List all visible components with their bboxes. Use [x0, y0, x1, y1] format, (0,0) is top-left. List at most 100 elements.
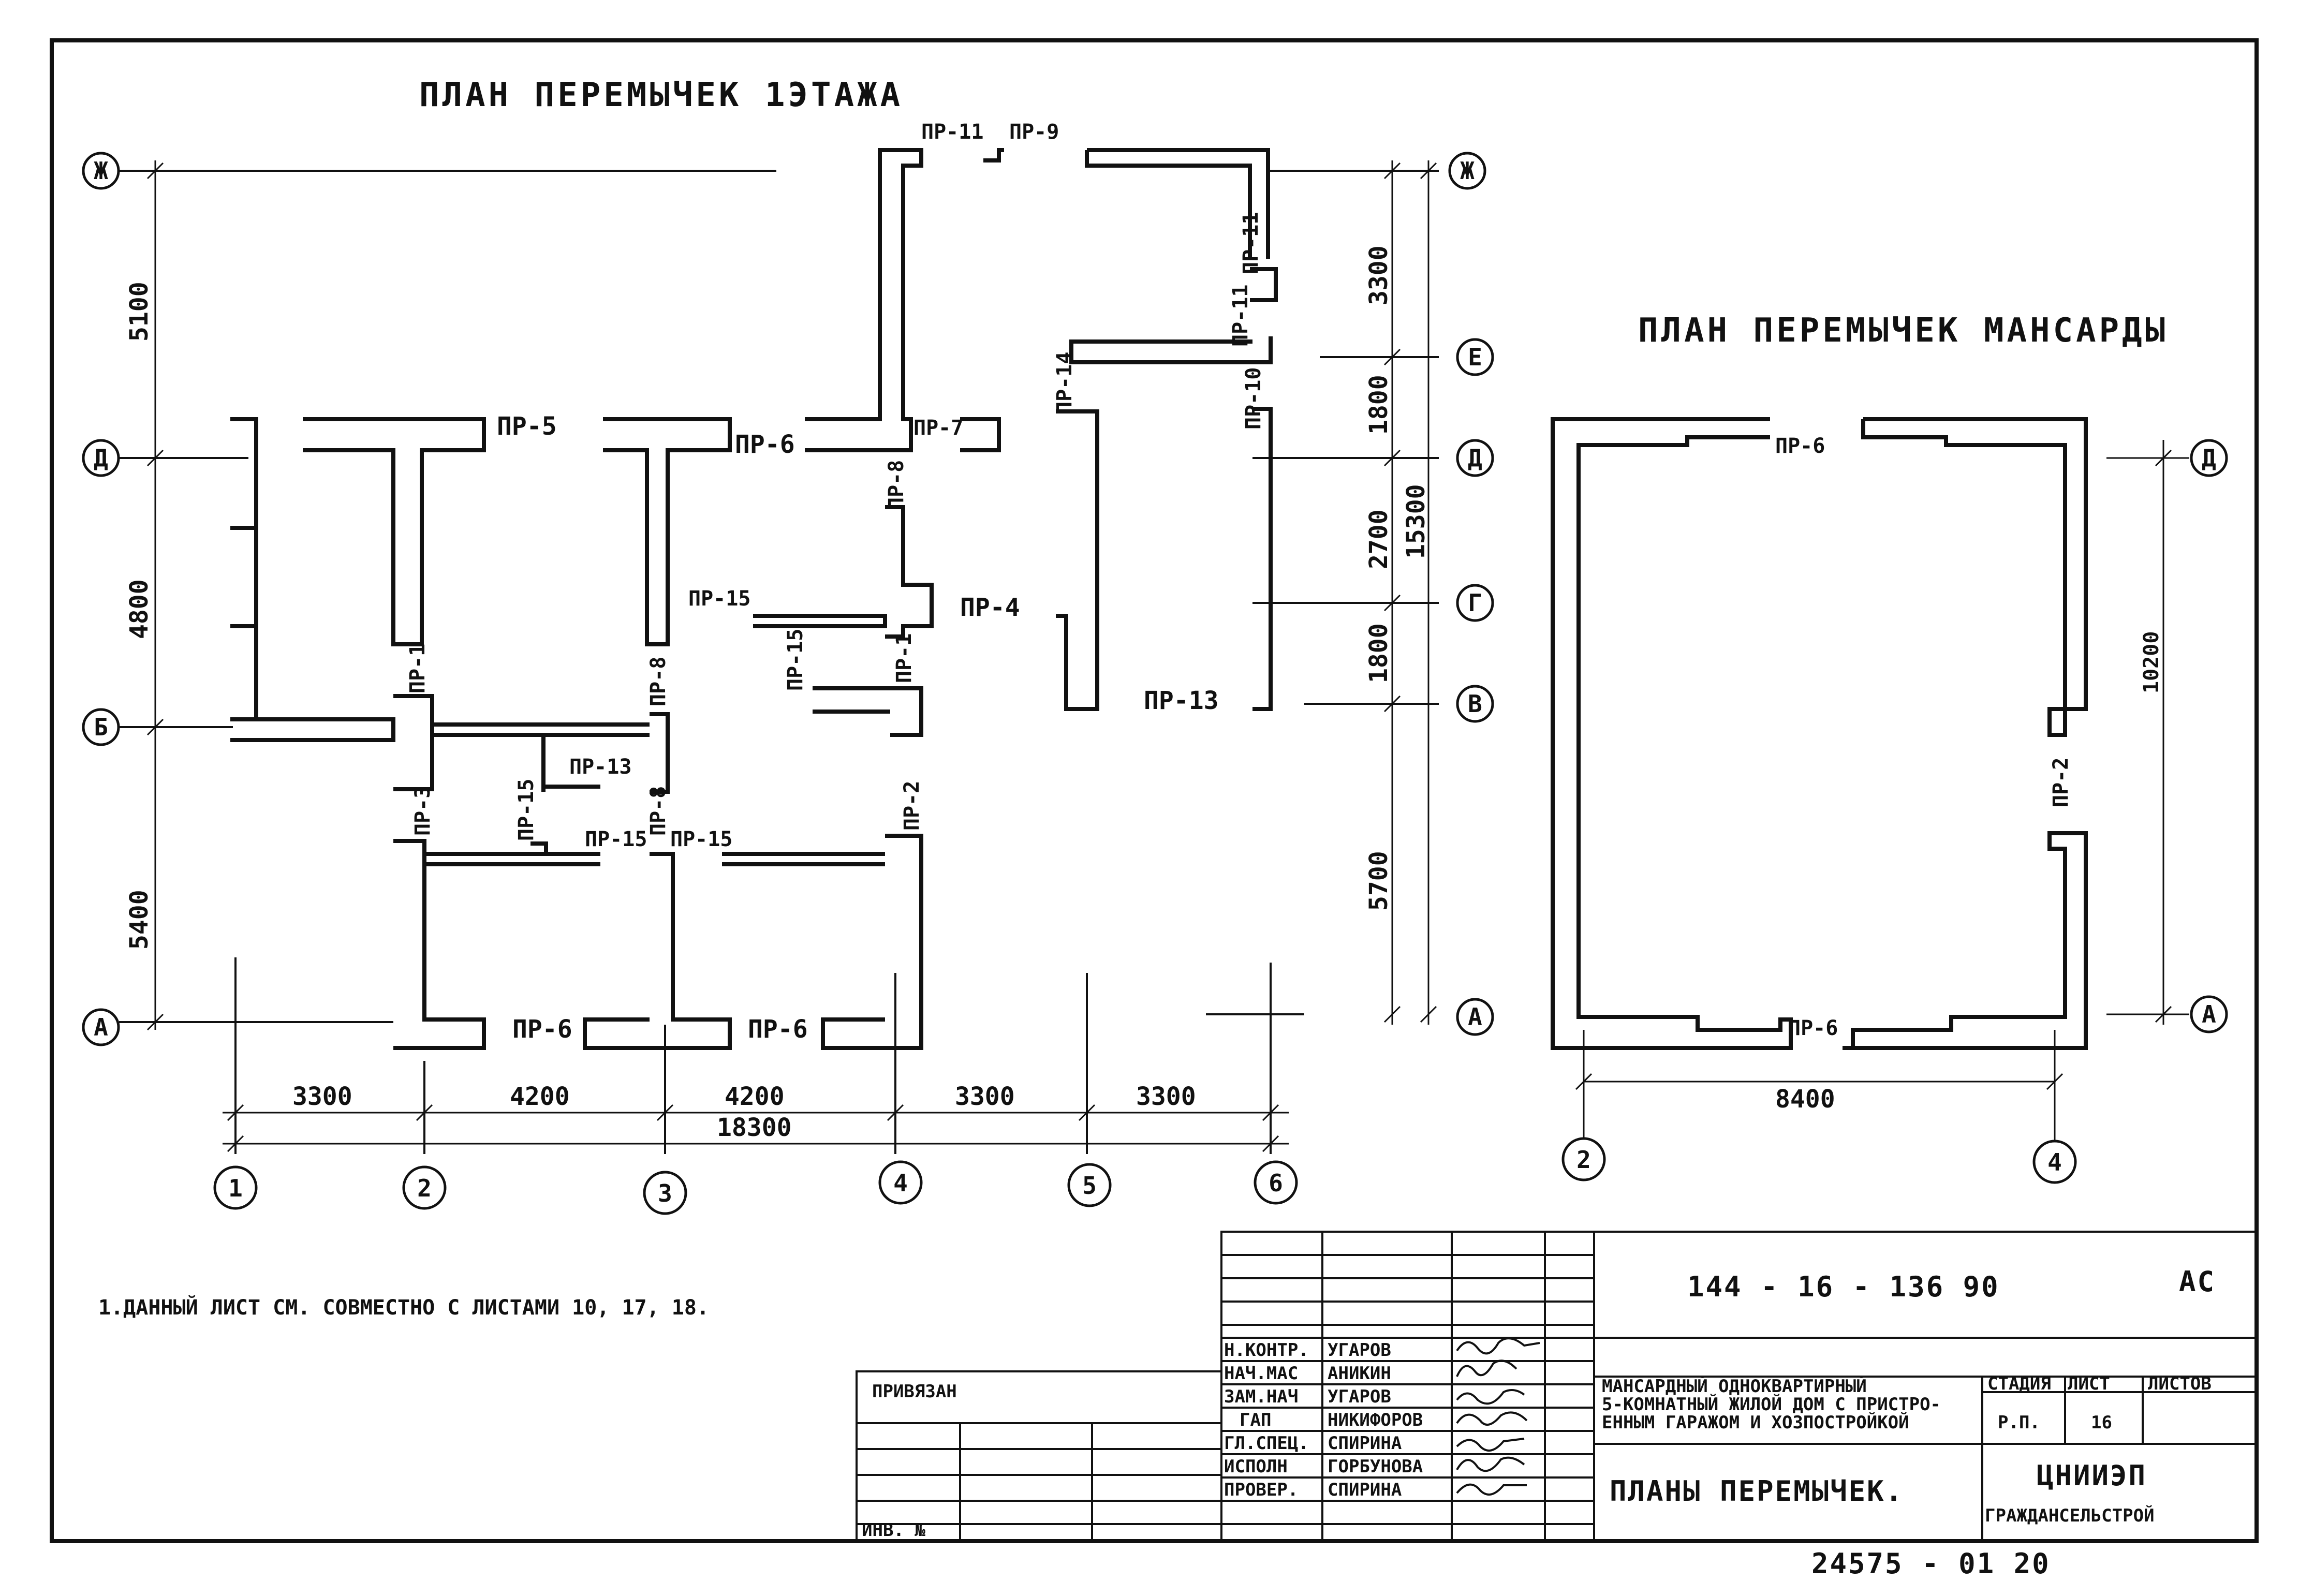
svg-text:А: А	[1468, 1003, 1482, 1031]
lintel-pr4: ПР-4	[960, 593, 1020, 622]
axis-bubble-d-left: Д	[82, 439, 120, 477]
dim-4800: 4800	[125, 579, 154, 639]
attic-lintel-pr6-bottom: ПР-6	[1788, 1016, 1838, 1040]
sheet-value: 16	[2091, 1412, 2112, 1433]
lintel-pr1-right: ПР-1	[892, 633, 916, 683]
name-5: ГОРБУНОВА	[1328, 1456, 1423, 1477]
lintel-pr15-c: ПР-15	[514, 779, 538, 841]
dim-3300-b: 3300	[955, 1082, 1015, 1111]
svg-text:Ж: Ж	[1460, 157, 1475, 185]
title-block: 144 - 16 - 136 90 АС ПРИВЯЗАН ИНВ. № Н.К…	[856, 1231, 2258, 1542]
svg-text:2: 2	[417, 1174, 432, 1202]
svg-text:В: В	[1468, 690, 1482, 718]
axis-bubble-1: 1	[213, 1165, 258, 1210]
axis-bubble-e-right: Е	[1456, 338, 1494, 376]
lintel-pr8-mid: ПР-8	[646, 657, 670, 706]
lintel-pr6-bottom-right: ПР-6	[748, 1015, 808, 1044]
svg-text:1: 1	[228, 1174, 243, 1202]
dim-5100: 5100	[125, 282, 154, 342]
axis-bubble-6: 6	[1254, 1160, 1298, 1205]
lintel-pr9: ПР-9	[1009, 120, 1059, 144]
project-line-1: МАНСАРДНЫЙ ОДНОКВАРТИРНЫЙ	[1602, 1376, 1867, 1397]
role-2: ЗАМ.НАЧ	[1224, 1386, 1298, 1407]
lintel-pr6-bottom-left: ПР-6	[512, 1015, 572, 1044]
attic-dim-8400: 8400	[1775, 1085, 1835, 1114]
floor1-bottom-dimension-chain	[223, 1104, 1289, 1152]
name-0: УГАРОВ	[1328, 1340, 1391, 1361]
svg-text:6: 6	[1269, 1169, 1283, 1197]
svg-text:Д: Д	[94, 444, 108, 472]
project-line-2: 5-КОМНАТНЫЙ ЖИЛОЙ ДОМ С ПРИСТРО-	[1602, 1394, 1941, 1415]
axis-bubble-a-left: А	[82, 1008, 120, 1046]
dim-r-15300: 15300	[1402, 484, 1431, 559]
attic-plan: 8400 10200 ПР-6 ПР-2 ПР-6 Д А 2 4	[1551, 417, 2228, 1184]
lintel-pr11-right-b: ПР-11	[1229, 285, 1252, 347]
name-3: НИКИФОРОВ	[1328, 1410, 1423, 1430]
svg-text:4: 4	[2047, 1148, 2062, 1176]
floor1-walls	[230, 148, 1278, 1050]
svg-text:2: 2	[1576, 1146, 1591, 1174]
attic-axis-bubble-4: 4	[2032, 1140, 2077, 1184]
name-6: СПИРИНА	[1328, 1480, 1402, 1500]
privyazan-label: ПРИВЯЗАН	[872, 1381, 957, 1402]
role-1: НАЧ.МАС	[1224, 1363, 1298, 1384]
lintel-pr10: ПР-10	[1242, 367, 1265, 430]
sheet-header: ЛИСТ	[2068, 1373, 2110, 1394]
stage-value: Р.П.	[1998, 1412, 2040, 1433]
attic-axis-bubble-2: 2	[1561, 1137, 1606, 1181]
floor1-right-dimension-chain	[1383, 160, 1437, 1025]
role-0: Н.КОНТР.	[1224, 1340, 1309, 1361]
dim-r-5700: 5700	[1364, 851, 1393, 911]
lintel-pr2: ПР-2	[900, 781, 924, 831]
role-4: ГЛ.СПЕЦ.	[1224, 1433, 1309, 1454]
stage-header: СТАДИЯ	[1987, 1373, 2051, 1394]
svg-text:Г: Г	[1468, 589, 1482, 617]
name-2: УГАРОВ	[1328, 1386, 1391, 1407]
lintel-pr14: ПР-14	[1053, 352, 1077, 414]
sheet-note: 1.ДАННЫЙ ЛИСТ СМ. СОВМЕСТНО С ЛИСТАМИ 10…	[98, 1295, 709, 1320]
axis-bubble-5: 5	[1067, 1163, 1112, 1207]
lintel-pr6-top: ПР-6	[735, 430, 795, 459]
dim-r-2700: 2700	[1364, 509, 1393, 569]
axis-bubble-zh-right: Ж	[1448, 152, 1486, 190]
svg-text:Д: Д	[2202, 444, 2216, 472]
org-name-1: ЦНИИЭП	[2037, 1459, 2147, 1492]
axis-bubble-4: 4	[878, 1160, 923, 1205]
name-4: СПИРИНА	[1328, 1433, 1402, 1454]
lintel-pr7: ПР-7	[913, 416, 963, 440]
svg-text:5: 5	[1082, 1172, 1097, 1200]
dim-4200-a: 4200	[510, 1082, 570, 1111]
sheets-header: ЛИСТОВ	[2148, 1373, 2212, 1394]
dim-r-3300: 3300	[1364, 245, 1393, 305]
lintel-pr8-top: ПР-8	[885, 460, 908, 510]
axis-bubble-b-left: Б	[82, 708, 120, 746]
attic-axis-bubble-a: А	[2190, 995, 2228, 1033]
signatories: Н.КОНТР. УГАРОВ НАЧ.МАС АНИКИН ЗАМ.НАЧ У…	[1224, 1340, 1423, 1500]
lintel-pr5: ПР-5	[497, 412, 557, 441]
floor1-plan: 5100 4800 5400 3300 4200 4200 3300 3300 …	[82, 120, 1494, 1215]
project-line-3: ЕННЫМ ГАРАЖОМ И ХОЗПОСТРОЙКОЙ	[1602, 1412, 1909, 1433]
svg-text:Ж: Ж	[94, 157, 108, 185]
dim-3300-a: 3300	[292, 1082, 352, 1111]
org-name-2: ГРАЖДАНСЕЛЬСТРОЙ	[1985, 1505, 2155, 1526]
dim-r-1800-b: 1800	[1364, 623, 1393, 683]
role-5: ИСПОЛН	[1224, 1456, 1288, 1477]
attic-walls	[1551, 417, 2088, 1050]
role-3: ГАП	[1240, 1410, 1271, 1430]
lintel-pr8-low: ПР-8	[646, 786, 670, 836]
axis-bubble-2: 2	[402, 1165, 447, 1210]
dim-5400: 5400	[125, 890, 154, 950]
attic-dim-10200: 10200	[2140, 631, 2163, 693]
svg-text:Б: Б	[94, 713, 108, 741]
svg-text:Д: Д	[1468, 444, 1482, 472]
svg-text:Е: Е	[1468, 343, 1482, 371]
svg-text:А: А	[94, 1013, 108, 1041]
dim-r-1800-a: 1800	[1364, 375, 1393, 435]
lintel-pr13: ПР-13	[1144, 686, 1219, 715]
attic-plan-title: ПЛАН ПЕРЕМЫЧЕК МАНСАРДЫ	[1638, 312, 2168, 350]
sheet-title: ПЛАНЫ ПЕРЕМЫЧЕК.	[1610, 1475, 1904, 1508]
doc-code: 144 - 16 - 136 90	[1687, 1270, 2000, 1303]
inv-label: ИНВ. №	[862, 1520, 925, 1541]
attic-lintel-pr6-top: ПР-6	[1775, 434, 1825, 458]
